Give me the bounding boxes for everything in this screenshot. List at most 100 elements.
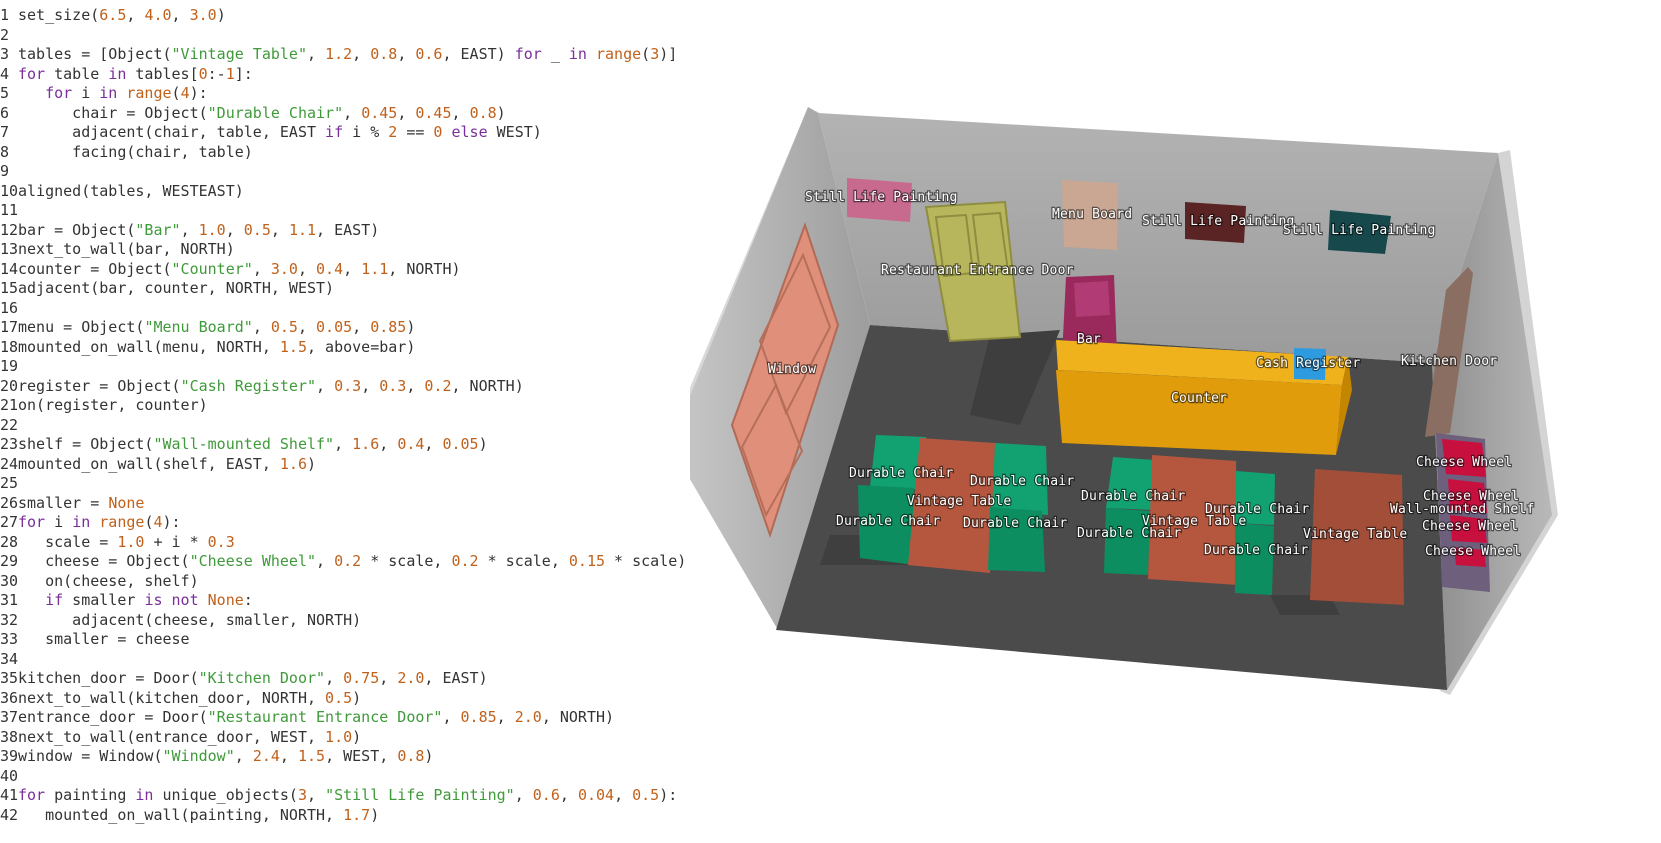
code-token: "Still Life Painting": [325, 786, 515, 804]
label-bar: Bar: [1077, 332, 1101, 347]
code-text: smaller = cheese: [18, 630, 190, 648]
code-line: 9: [0, 162, 720, 182]
still-life-painting: [1328, 210, 1391, 254]
code-token: 1: [225, 64, 235, 83]
code-token: 0.05: [316, 318, 353, 336]
code-token: ,: [397, 45, 416, 63]
code-line: 17menu = Object("Menu Board", 0.5, 0.05,…: [0, 318, 720, 338]
line-number: 34: [0, 649, 19, 668]
code-token: 0.2: [451, 552, 479, 570]
code-token: 0.4: [397, 435, 425, 453]
code-token: ,: [334, 435, 353, 453]
code-token: , EAST): [442, 45, 515, 63]
code-token: , NORTH): [541, 708, 615, 726]
code-token: mounted_on_wall(shelf, EAST,: [18, 454, 280, 473]
line-number: 41: [0, 786, 19, 804]
code-token: cheese = Object(: [18, 552, 190, 570]
code-token: ,: [397, 103, 416, 122]
code-token: aligned(tables, WESTEAST): [18, 181, 244, 200]
durable-chair: [988, 507, 1045, 572]
code-text: for table in tables[0:-1]:: [18, 65, 253, 83]
code-text: menu = Object("Menu Board", 0.5, 0.05, 0…: [18, 318, 415, 336]
bar: [1062, 275, 1117, 357]
code-token: ): [370, 805, 380, 824]
code-line: 30 on(cheese, shelf): [0, 572, 720, 592]
code-token: "Vintage Table": [171, 45, 307, 63]
code-token: )]: [659, 45, 678, 63]
code-token: shelf = Object(: [18, 435, 154, 453]
code-token: WEST): [487, 123, 542, 141]
line-number: 20: [0, 376, 19, 395]
code-token: ,: [379, 669, 398, 687]
code-token: 0.3: [207, 532, 235, 551]
code-token: for: [45, 84, 73, 102]
code-token: in: [108, 64, 127, 83]
code-token: ,: [352, 45, 371, 63]
code-token: ,: [307, 786, 326, 804]
wall-rim-right: [1440, 150, 1558, 695]
code-line: 35kitchen_door = Door("Kitchen Door", 0.…: [0, 669, 720, 689]
code-token: 3.0: [270, 259, 298, 278]
code-text: next_to_wall(entrance_door, WEST, 1.0): [18, 728, 361, 746]
code-token: 0: [433, 123, 443, 141]
label-cheese-wheel-1: Cheese Wheel: [1416, 455, 1512, 470]
code-line: 37entrance_door = Door("Restaurant Entra…: [0, 708, 720, 728]
code-token: ):: [162, 513, 181, 531]
line-number: 23: [0, 435, 19, 453]
code-token: for: [18, 64, 46, 83]
cheese-wheel: [1442, 439, 1486, 477]
code-token: [90, 513, 99, 531]
line-number: 18: [0, 337, 19, 356]
code-token: , WEST,: [325, 747, 398, 765]
counter: [1056, 340, 1352, 455]
line-number: 27: [0, 513, 19, 531]
code-token: [587, 45, 596, 63]
code-token: "Cheese Wheel": [189, 552, 317, 570]
code-line: 32 adjacent(cheese, smaller, NORTH): [0, 611, 720, 631]
line-number: 42: [0, 805, 19, 824]
line-number: 15: [0, 279, 19, 297]
code-token: is not: [144, 591, 199, 609]
code-token: * scale): [605, 552, 687, 570]
code-token: ):: [189, 84, 208, 102]
code-token: 0.8: [397, 747, 425, 765]
code-token: , above=bar): [307, 337, 416, 356]
code-token: 0.15: [568, 552, 606, 570]
code-token: 2.0: [397, 669, 425, 687]
label-durable-chair-7: Durable Chair: [1077, 526, 1181, 541]
code-token: ): [496, 103, 506, 122]
line-number: 32: [0, 610, 19, 629]
line-number: 8: [0, 142, 10, 161]
code-line: 19: [0, 357, 720, 377]
durable-chair: [1235, 471, 1275, 525]
code-text: tables = [Object("Vintage Table", 1.2, 0…: [18, 45, 677, 63]
code-token: ,: [343, 103, 362, 122]
code-token: unique_objects(: [153, 786, 298, 804]
code-token: 1.0: [325, 727, 353, 746]
code-token: chair = Object(: [18, 103, 208, 122]
code-token: :: [243, 591, 253, 609]
code-line: 7 adjacent(chair, table, EAST if i % 2 =…: [0, 123, 720, 143]
code-token: 3: [650, 45, 660, 63]
code-token: next_to_wall(entrance_door, WEST,: [18, 727, 326, 746]
label-durable-chair-8: Durable Chair: [1204, 543, 1308, 558]
code-token: 0.3: [379, 376, 407, 395]
label-counter: Counter: [1171, 391, 1227, 406]
code-token: 0.85: [460, 708, 497, 726]
label-still-life-painting-2: Still Life Painting: [1142, 214, 1295, 229]
label-menu-board: Menu Board: [1052, 207, 1132, 222]
line-number: 37: [0, 708, 19, 726]
code-token: ,: [614, 786, 633, 804]
code-text: chair = Object("Durable Chair", 0.45, 0.…: [18, 104, 506, 122]
code-text: for painting in unique_objects(3, "Still…: [18, 786, 677, 804]
code-token: tables = [Object(: [18, 45, 172, 63]
code-line: 20register = Object("Cash Register", 0.3…: [0, 377, 720, 397]
kitchen-door: [1425, 267, 1473, 437]
code-token: None: [108, 493, 145, 512]
code-token: ,: [252, 318, 271, 336]
code-token: ,: [559, 786, 578, 804]
code-token: 2: [388, 123, 398, 141]
code-token: "Counter": [171, 259, 253, 278]
label-vintage-table-1: Vintage Table: [907, 494, 1011, 509]
